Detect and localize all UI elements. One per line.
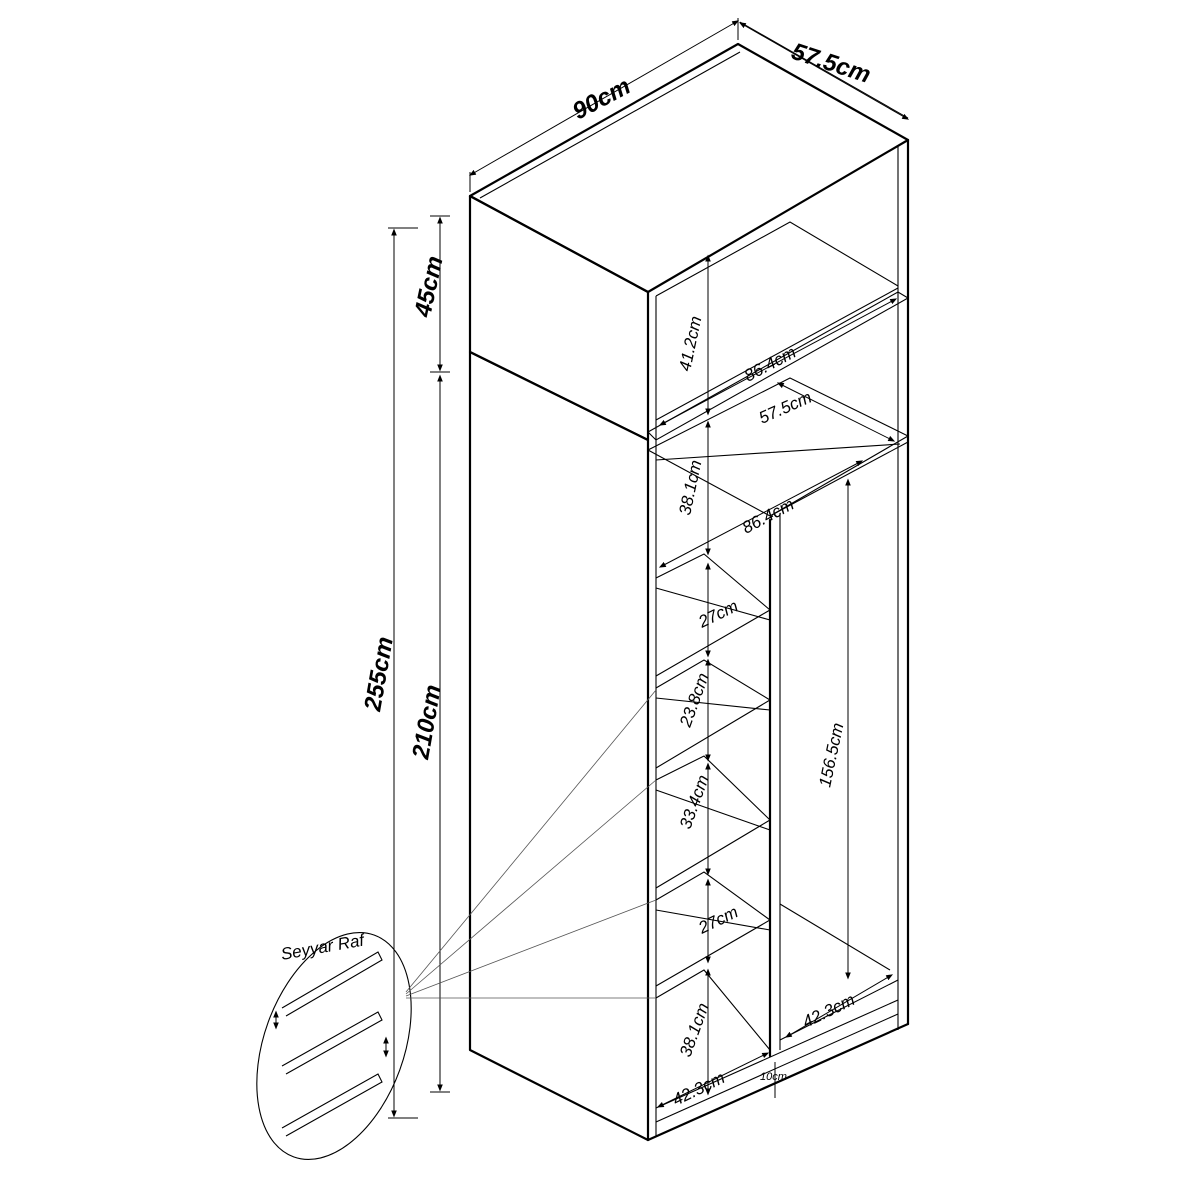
interior-dimensions: 41.2cm 86.4cm 57.5cm 38.1cm 86.4cm 156.5… [656,254,898,1110]
top-lip [479,51,741,199]
shelf-depth-line [776,382,896,442]
outer-dimensions: 90cm 57.5cm 255cm 45cm 210cm [359,18,910,1119]
shelf-height-4-label: 27cm [695,902,742,938]
hanging-floor-back [779,903,891,971]
body-height-label: 210cm [407,683,447,762]
leader-2 [405,779,657,995]
upper-shelf-front [655,443,901,461]
shelf-3-lip [655,789,771,831]
upper-shelf-width-label: 86.4cm [739,495,797,538]
width-dimension-line [468,20,740,176]
shelf-4-lip [655,909,771,931]
shelf-height-3-label: 33.4cm [676,772,713,831]
hanging-width-label: 42.3cm [799,990,857,1032]
depth-label: 57.5cm [788,38,874,89]
upper-shelf-width-line [658,460,864,568]
removable-shelf-callout: Seyyar Raf [256,689,657,1160]
top-shelf-width-line [658,298,898,426]
callout-label: Seyyar Raf [279,930,367,964]
bottom-left-width-line [656,1052,770,1108]
shelf-3 [655,755,771,889]
cabinet-outline [468,42,910,1142]
callout-ellipse [256,932,412,1160]
callout-shelf-3 [281,1073,383,1137]
callout-shelf-2 [281,1011,383,1075]
shelf-depth-label: 57.5cm [756,388,815,428]
top-back-edge [655,221,899,297]
shelf-height-5-label: 38.1cm [676,1000,713,1059]
width-label: 90cm [568,73,635,126]
shelf-1-lip [655,587,771,621]
top-module-height-label: 45cm [409,254,448,321]
callout-shelf-1 [281,951,383,1017]
shelf-5 [655,969,771,1051]
body-side [468,350,650,1142]
leader-3 [405,899,657,997]
hanging-height-label: 156.5cm [815,721,847,789]
total-height-label: 255cm [359,635,399,714]
shelf-height-1-label: 27cm [695,596,742,632]
divider-thickness-label: 10cm [760,1071,787,1083]
top-module-side [468,194,650,442]
bottom-edge [646,1022,910,1142]
top-compartment-height-label: 41.2cm [675,314,705,372]
shelf-4 [655,871,772,987]
depth-dimension-line [738,22,910,120]
hanging-width-line [784,974,894,1038]
shelf-2-lip [655,697,771,711]
shelf-2 [655,659,772,769]
leader-1 [405,689,657,993]
